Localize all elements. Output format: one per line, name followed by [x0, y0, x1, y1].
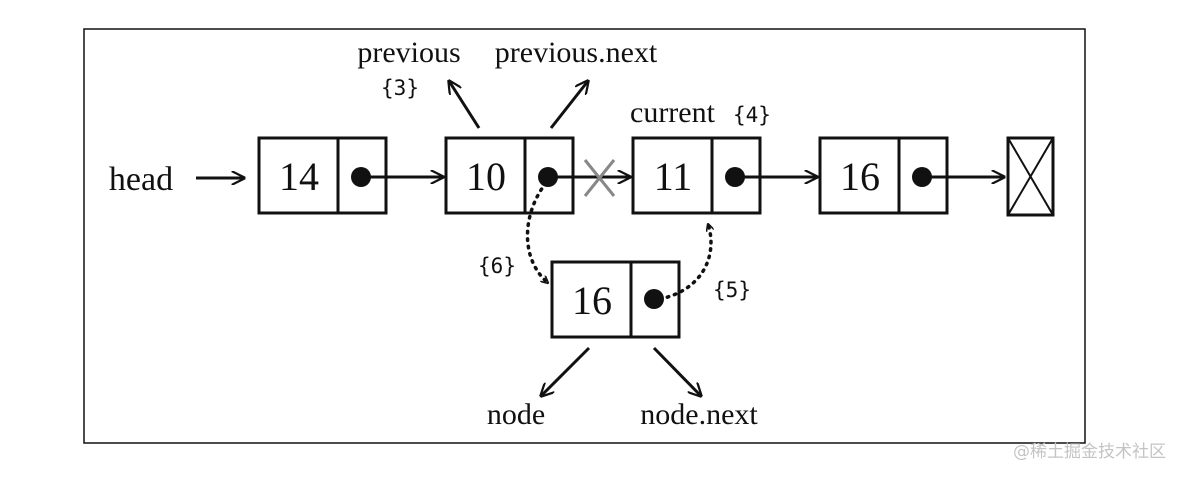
- step-6-label: {6}: [478, 254, 516, 278]
- node-next-pointer-arrow: [652, 346, 701, 396]
- list-node-16: 16: [818, 136, 949, 215]
- previous-pointer-arrow: [449, 81, 481, 129]
- node-label: node: [487, 398, 545, 431]
- list-node-10: 10: [444, 136, 575, 215]
- step-4-label: {4}: [733, 103, 771, 127]
- new-list-node-16: 16: [550, 260, 681, 339]
- step-5-label: {5}: [713, 278, 751, 302]
- watermark-text: @稀土掘金技术社区: [1013, 442, 1166, 462]
- node-value: 16: [572, 278, 612, 323]
- next-pointer-dot: [644, 289, 664, 309]
- node-next-label: node.next: [640, 398, 758, 431]
- head-label: head: [109, 161, 173, 198]
- null-terminator-icon: [1006, 136, 1055, 217]
- node-value: 16: [840, 154, 880, 199]
- broken-link-cross-icon: [583, 159, 616, 197]
- current-label-text: current: [630, 96, 716, 129]
- previous-next-label: previous.next: [495, 36, 658, 69]
- previous-next-pointer-arrow: [549, 81, 588, 129]
- dotted-arrow-node-to-current: [658, 224, 711, 301]
- diagram-frame: [83, 28, 1086, 444]
- node-value: 14: [279, 154, 319, 199]
- node-pointer-arrow: [541, 346, 591, 396]
- dotted-arrow-previous-to-node: [525, 181, 548, 285]
- current-label: current: [630, 96, 716, 129]
- node-value: 10: [466, 154, 506, 199]
- previous-label: previous: [357, 36, 460, 69]
- node-value: 11: [654, 154, 693, 199]
- step-3-label: {3}: [381, 76, 419, 100]
